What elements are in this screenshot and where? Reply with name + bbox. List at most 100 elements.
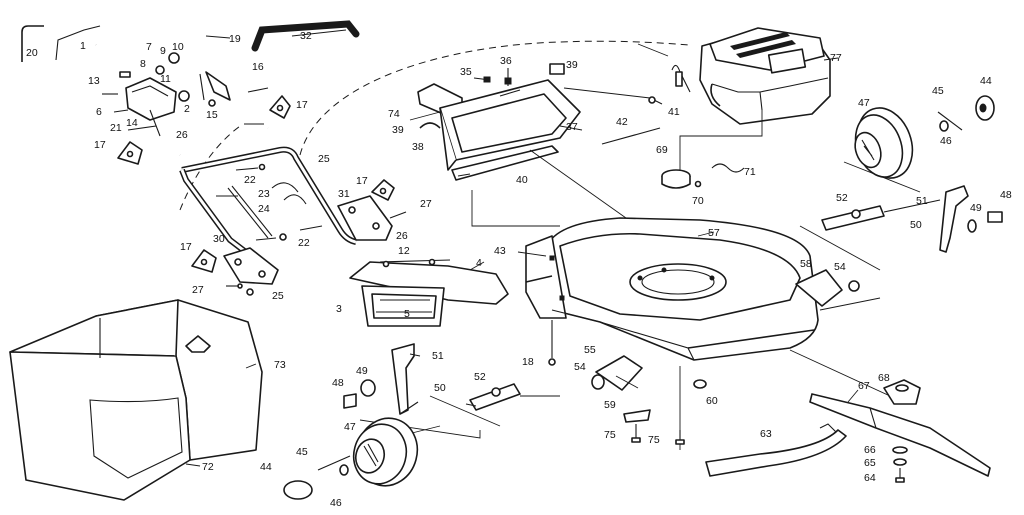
- part-45-46-washers-lower: [317, 455, 351, 476]
- rods: [563, 64, 691, 145]
- callout-42: 42: [616, 116, 628, 128]
- part-57-deck: [525, 217, 819, 361]
- callout-38: 38: [412, 141, 424, 153]
- callout-25-a: 25: [318, 153, 330, 165]
- part-58-bracket: [795, 269, 860, 307]
- part-44-hubcap-lower: [283, 480, 313, 500]
- callout-labels: 20 1 19 32 7 9 10 8 13 16 11 2 6 21 14 1…: [26, 30, 1012, 509]
- part-38-rear-door: [439, 79, 581, 181]
- callout-39-b: 39: [392, 124, 404, 136]
- callout-35: 35: [460, 66, 472, 78]
- part-73-grass-bag: [9, 299, 263, 501]
- part-17-knob-a: [269, 95, 291, 119]
- callout-45-a: 45: [932, 85, 944, 97]
- part-77-engine: [699, 27, 831, 125]
- part-51-lever-upper: [939, 185, 969, 253]
- callout-47-b: 47: [344, 421, 356, 433]
- callout-71: 71: [744, 166, 756, 178]
- callout-27-b: 27: [192, 284, 204, 296]
- callout-41: 41: [668, 106, 680, 118]
- callout-16: 16: [252, 61, 264, 73]
- part-31-bracket: [337, 195, 393, 241]
- part-30-bracket: [223, 247, 279, 285]
- callout-40: 40: [516, 174, 528, 186]
- callout-50-a: 50: [910, 219, 922, 231]
- callout-58: 58: [800, 258, 812, 270]
- blade-fasteners: [892, 446, 908, 483]
- callout-31: 31: [338, 188, 350, 200]
- callout-52-b: 52: [474, 371, 486, 383]
- callout-36: 36: [500, 55, 512, 67]
- callout-20: 20: [26, 47, 38, 59]
- part-17-knob-b: [117, 141, 143, 165]
- callout-49-b: 49: [356, 365, 368, 377]
- callout-22-b: 22: [298, 237, 310, 249]
- callout-19: 19: [229, 33, 241, 45]
- callout-43: 43: [494, 245, 506, 257]
- callout-51-a: 51: [916, 195, 928, 207]
- callout-60: 60: [706, 395, 718, 407]
- part-52-axle-upper: [821, 199, 941, 231]
- callout-77: 77: [830, 52, 842, 64]
- callout-73: 73: [274, 359, 286, 371]
- part-68-adapter: [883, 379, 921, 405]
- callout-3: 3: [336, 303, 342, 315]
- handle-control-assembly: [102, 52, 269, 137]
- callout-55: 55: [584, 344, 596, 356]
- callout-14: 14: [126, 117, 138, 129]
- callout-54-b: 54: [574, 361, 586, 373]
- callout-17-c: 17: [356, 175, 368, 187]
- part-75-bolts: [631, 424, 685, 445]
- callout-23: 23: [258, 188, 270, 200]
- callout-37: 37: [566, 121, 578, 133]
- callout-12: 12: [398, 245, 410, 257]
- callout-69: 69: [656, 144, 668, 156]
- callout-26-a: 26: [176, 129, 188, 141]
- callout-17-d: 17: [180, 241, 192, 253]
- part-49-48-lower: [343, 379, 376, 409]
- callout-1: 1: [80, 40, 86, 52]
- callout-75-b: 75: [648, 434, 660, 446]
- callout-18: 18: [522, 356, 534, 368]
- callout-67: 67: [858, 380, 870, 392]
- part-47-wheel-upper: [854, 107, 914, 179]
- leader-lines: [185, 29, 859, 467]
- callout-48-a: 48: [1000, 189, 1012, 201]
- callout-15: 15: [206, 109, 218, 121]
- callout-59: 59: [604, 399, 616, 411]
- callout-39-a: 39: [566, 59, 578, 71]
- part-52-axle-lower: [465, 383, 521, 411]
- callout-66: 66: [864, 444, 876, 456]
- callout-51-b: 51: [432, 350, 444, 362]
- part-59-baffle: [623, 409, 651, 423]
- callout-63: 63: [760, 428, 772, 440]
- callout-13: 13: [88, 75, 100, 87]
- part-49-48-upper: [967, 211, 1003, 233]
- callout-57: 57: [708, 227, 720, 239]
- part-18-bolt: [548, 320, 556, 366]
- part-1-wire: [55, 25, 101, 61]
- callout-24: 24: [258, 203, 270, 215]
- part-55-bracket: [591, 355, 643, 391]
- callout-21: 21: [110, 122, 122, 134]
- small-fasteners-top: [419, 63, 565, 129]
- callout-25-b: 25: [272, 290, 284, 302]
- callout-11: 11: [160, 73, 171, 85]
- callout-27-a: 27: [420, 198, 432, 210]
- assembly-guide-arc: [299, 40, 691, 156]
- callout-64: 64: [864, 472, 876, 484]
- part-67-blade: [809, 393, 991, 477]
- callout-46-a: 46: [940, 135, 952, 147]
- callout-2: 2: [184, 103, 190, 115]
- part-71-spring: [711, 163, 745, 173]
- callout-47-a: 47: [858, 97, 870, 109]
- part-17-knob-c: [371, 179, 395, 201]
- callout-45-b: 45: [296, 446, 308, 458]
- callout-32: 32: [300, 30, 312, 42]
- callout-50-b: 50: [434, 382, 446, 394]
- callout-54-a: 54: [834, 261, 846, 273]
- callout-30: 30: [213, 233, 225, 245]
- callout-6: 6: [96, 106, 102, 118]
- callout-52-a: 52: [836, 192, 848, 204]
